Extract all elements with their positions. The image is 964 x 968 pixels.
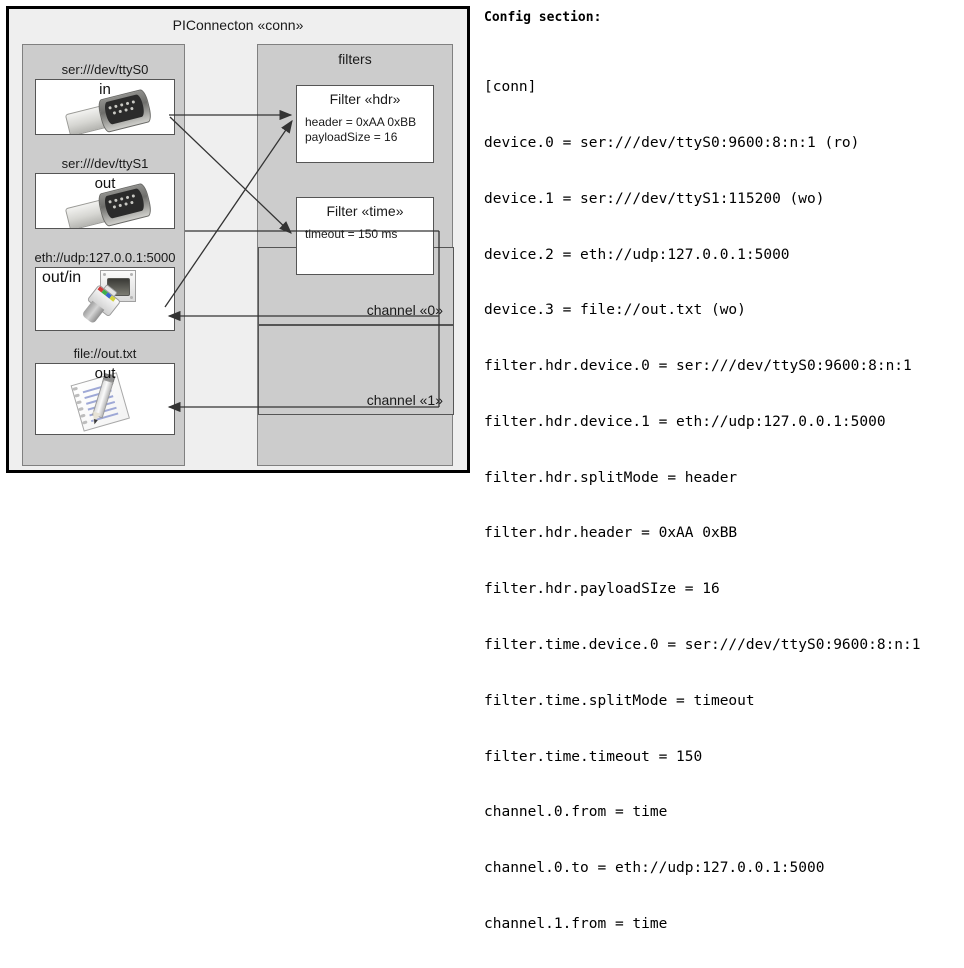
serial-db9-connector-icon bbox=[63, 86, 154, 134]
device-eth-udp[interactable]: eth://udp:127.0.0.1:5000 out/in bbox=[35, 249, 175, 331]
device-label: eth://udp:127.0.0.1:5000 bbox=[34, 250, 176, 265]
config-line: channel.1.from = time bbox=[484, 915, 668, 932]
config-line: filter.time.timeout = 150 bbox=[484, 748, 703, 765]
channel-1-box[interactable]: channel «1» bbox=[258, 325, 454, 415]
connection-diagram: PIConnecton «conn» ser:///dev/ttyS0 in bbox=[6, 6, 470, 473]
device-label: ser:///dev/ttyS1 bbox=[61, 156, 149, 171]
filter-property: header = 0xAA 0xBB bbox=[305, 115, 417, 129]
device-label: file://out.txt bbox=[73, 346, 137, 361]
channel-1-label: channel «1» bbox=[366, 392, 443, 408]
device-card[interactable]: out/in bbox=[35, 267, 175, 331]
config-line: channel.0.from = time bbox=[484, 804, 668, 821]
device-label: ser:///dev/ttyS0 bbox=[61, 62, 149, 77]
devices-group: ser:///dev/ttyS0 in ser:///dev/ttyS1 out bbox=[22, 44, 185, 466]
channel-0-label: channel «0» bbox=[366, 302, 443, 318]
config-line: filter.hdr.splitMode = header bbox=[484, 469, 738, 486]
filter-property: payloadSize = 16 bbox=[305, 130, 398, 144]
filters-group-title: filters bbox=[338, 51, 372, 67]
config-line: filter.hdr.device.0 = ser:///dev/ttyS0:9… bbox=[484, 358, 912, 375]
filter-properties: timeout = 150 ms bbox=[305, 227, 433, 242]
filter-hdr-box[interactable]: Filter «hdr» header = 0xAA 0xBB payloadS… bbox=[296, 85, 434, 163]
serial-db9-connector-icon bbox=[63, 180, 154, 228]
device-card[interactable]: in bbox=[35, 79, 175, 135]
filter-time-box[interactable]: Filter «time» timeout = 150 ms bbox=[296, 197, 434, 275]
filter-properties: header = 0xAA 0xBB payloadSize = 16 bbox=[305, 115, 433, 145]
device-file-out-txt[interactable]: file://out.txt out bbox=[35, 345, 175, 435]
config-line: [conn] bbox=[484, 79, 537, 96]
filter-property: timeout = 150 ms bbox=[305, 227, 398, 241]
config-line: filter.hdr.payloadSIze = 16 bbox=[484, 581, 720, 598]
diagram-title: PIConnecton «conn» bbox=[172, 17, 304, 33]
config-line: filter.time.device.0 = ser:///dev/ttyS0:… bbox=[484, 637, 921, 653]
device-card[interactable]: out bbox=[35, 173, 175, 229]
config-line: device.2 = eth://udp:127.0.0.1:5000 bbox=[484, 246, 790, 263]
config-lines: [conn] device.0 = ser:///dev/ttyS0:9600:… bbox=[484, 41, 958, 968]
config-line: filter.time.splitMode = timeout bbox=[484, 692, 755, 709]
config-line: device.1 = ser:///dev/ttyS1:115200 (wo) bbox=[484, 190, 825, 207]
config-section: Config section: [conn] device.0 = ser://… bbox=[484, 6, 958, 968]
device-ser-ttys1[interactable]: ser:///dev/ttyS1 out bbox=[35, 155, 175, 229]
config-line: filter.hdr.header = 0xAA 0xBB bbox=[484, 525, 738, 542]
filter-title: Filter «time» bbox=[326, 203, 404, 219]
device-card[interactable]: out bbox=[35, 363, 175, 435]
filter-title: Filter «hdr» bbox=[329, 91, 401, 107]
notepad-pencil-icon bbox=[70, 368, 144, 432]
config-line: filter.hdr.device.1 = eth://udp:127.0.0.… bbox=[484, 413, 886, 430]
config-heading: Config section: bbox=[484, 10, 602, 25]
device-ser-ttys0[interactable]: ser:///dev/ttyS0 in bbox=[35, 61, 175, 135]
config-line: channel.0.to = eth://udp:127.0.0.1:5000 bbox=[484, 860, 825, 877]
config-line: device.0 = ser:///dev/ttyS0:9600:8:n:1 (… bbox=[484, 134, 860, 151]
config-line: device.3 = file://out.txt (wo) bbox=[484, 302, 746, 319]
filters-group: filters channel «0» channel «1» Filter «… bbox=[257, 44, 454, 466]
